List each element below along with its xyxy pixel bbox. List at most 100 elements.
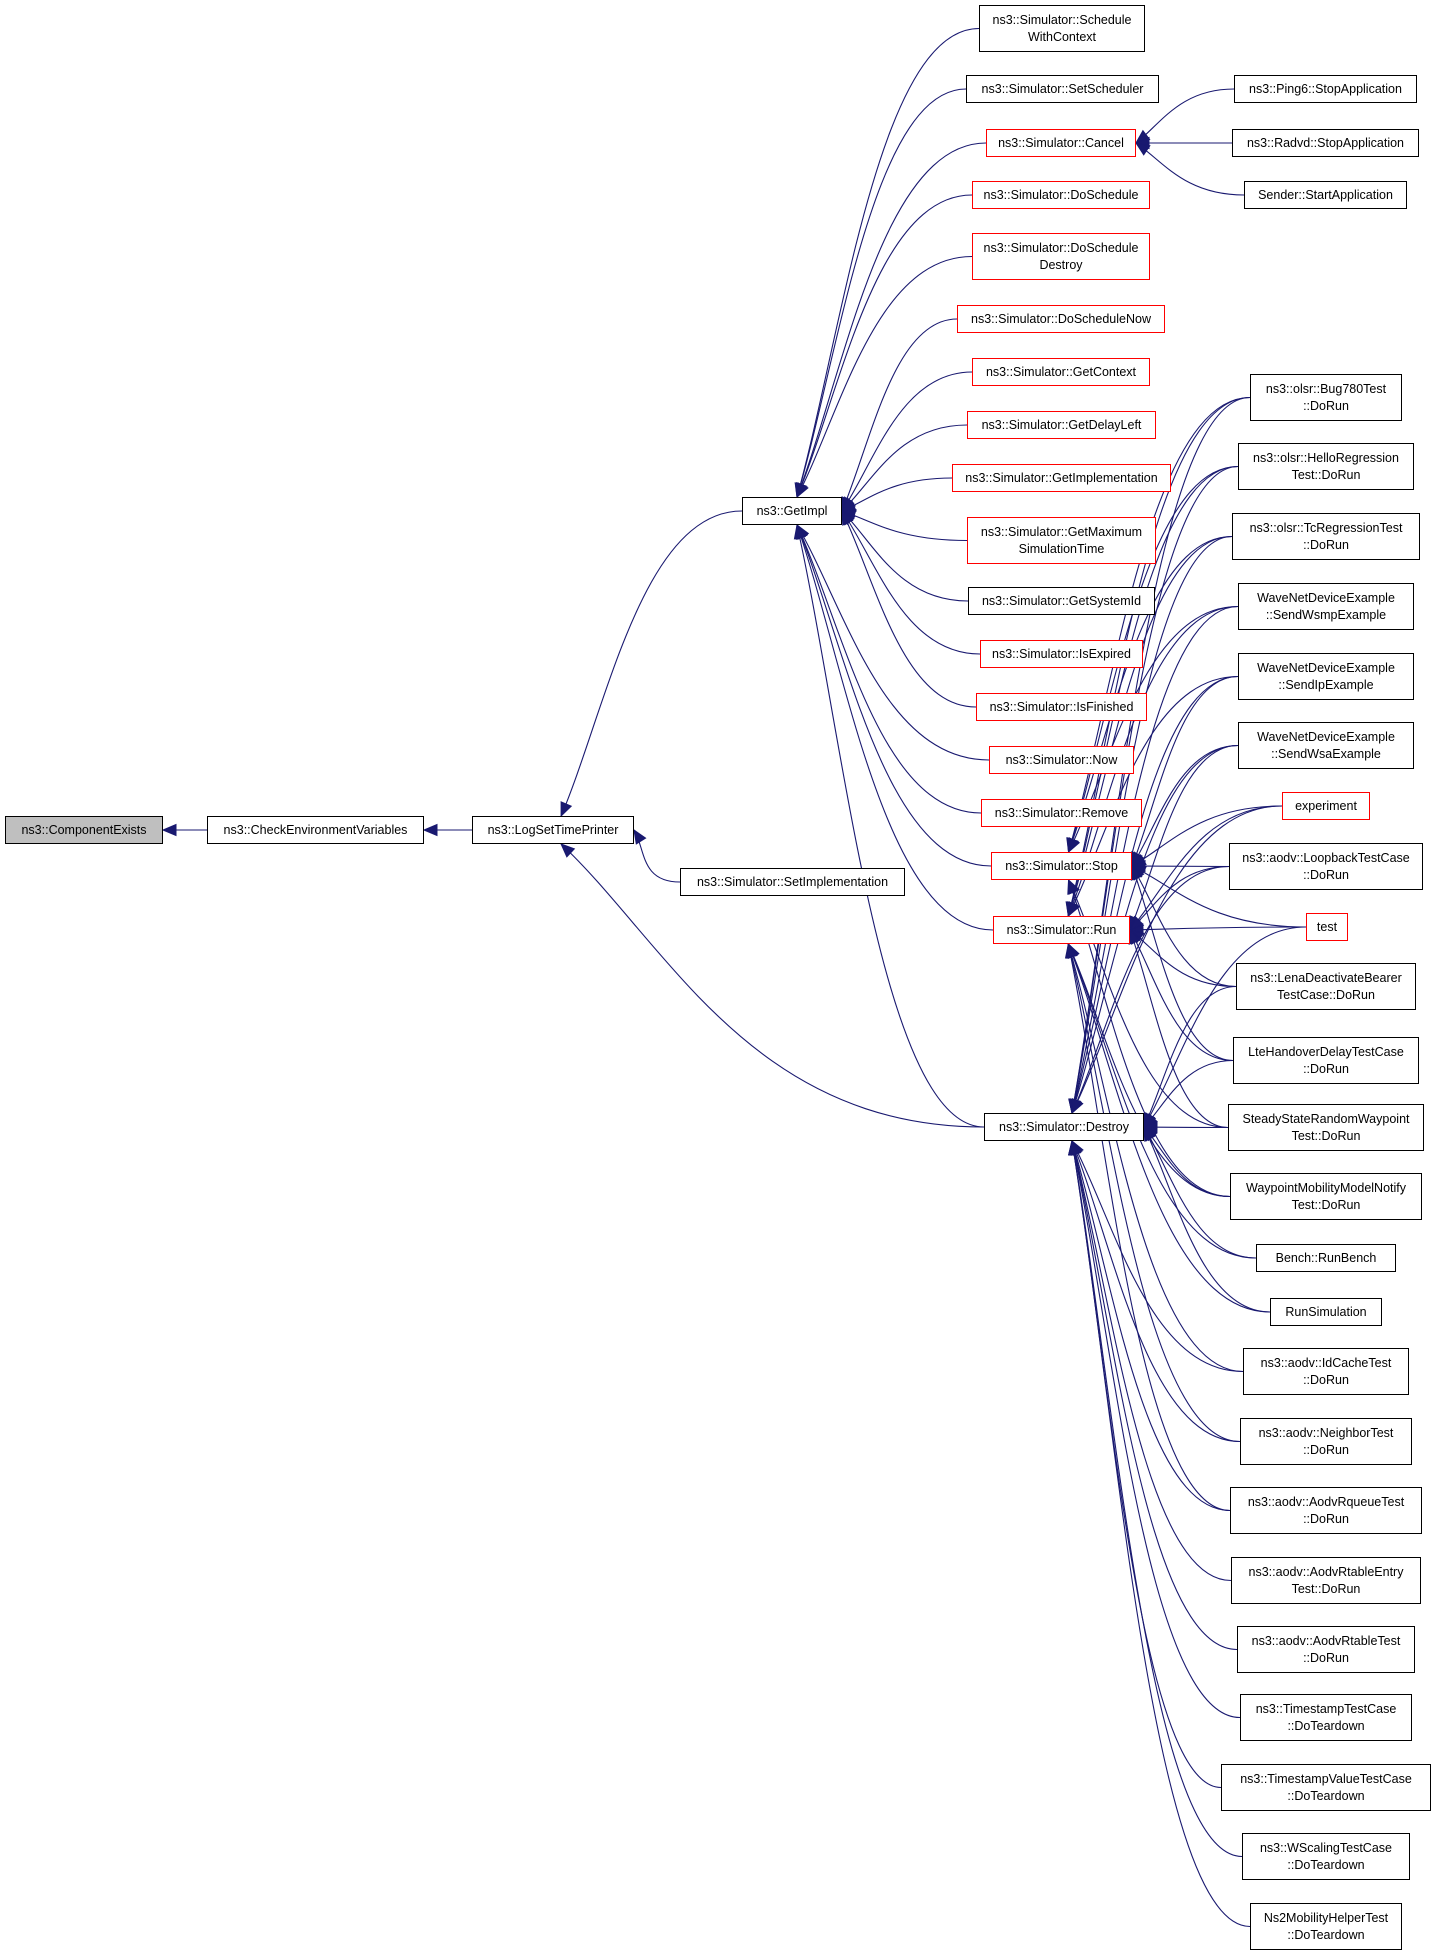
edge-sender-to-cancel <box>1135 142 1245 196</box>
node-label: ns3::Radvd::StopApplication <box>1246 135 1405 150</box>
node-test[interactable]: test <box>1306 913 1348 941</box>
node-label: TestCase::DoRun <box>1277 987 1375 1002</box>
node-get-implementation[interactable]: ns3::Simulator::GetImplementation <box>952 464 1171 492</box>
edge-arrowhead <box>633 828 647 845</box>
node-get-delay-left[interactable]: ns3::Simulator::GetDelayLeft <box>967 411 1156 439</box>
edge-lteHandover-to-run <box>1129 929 1234 1062</box>
edge-experiment-to-stop <box>1131 805 1283 867</box>
node-cancel[interactable]: ns3::Simulator::Cancel <box>986 129 1136 157</box>
edge-arrowhead <box>1067 1139 1081 1156</box>
node-ping6[interactable]: ns3::Ping6::StopApplication <box>1234 75 1417 103</box>
node-label: ns3::aodv::AodvRtableEntry <box>1248 1564 1404 1579</box>
node-neighbor[interactable]: ns3::aodv::NeighborTest::DoRun <box>1240 1418 1412 1465</box>
node-stop[interactable]: ns3::Simulator::Stop <box>991 852 1132 880</box>
node-run-sim[interactable]: RunSimulation <box>1270 1298 1382 1326</box>
node-bug780[interactable]: ns3::olsr::Bug780Test::DoRun <box>1250 374 1402 421</box>
node-label: ::DoRun <box>1303 398 1349 413</box>
node-bench[interactable]: Bench::RunBench <box>1256 1244 1396 1272</box>
edge-arrowhead <box>161 823 177 837</box>
node-is-finished[interactable]: ns3::Simulator::IsFinished <box>976 693 1147 721</box>
node-label: ::DoRun <box>1303 1061 1349 1076</box>
node-label: ns3::Simulator::GetMaximum <box>980 524 1143 539</box>
node-label: RunSimulation <box>1285 1304 1367 1319</box>
edge-runSim-to-run <box>1067 943 1271 1313</box>
node-experiment[interactable]: experiment <box>1282 792 1370 820</box>
edge-arrowhead <box>1071 1098 1084 1115</box>
node-tc-reg[interactable]: ns3::olsr::TcRegressionTest::DoRun <box>1232 513 1420 560</box>
edge-getDelayLeft-to-getImpl <box>841 424 968 512</box>
node-label: ns3::Simulator::GetImplementation <box>965 470 1158 485</box>
node-radvd[interactable]: ns3::Radvd::StopApplication <box>1232 129 1419 157</box>
edge-stop-to-getImpl <box>796 524 992 867</box>
node-label: WaypointMobilityModelNotify <box>1245 1180 1406 1195</box>
node-wave-wsmp[interactable]: WaveNetDeviceExample::SendWsmpExample <box>1238 583 1414 630</box>
edge-getSystemId-to-getImpl <box>841 510 969 602</box>
node-label: ns3::Simulator::Now <box>1005 752 1118 767</box>
node-destroy[interactable]: ns3::Simulator::Destroy <box>984 1113 1144 1141</box>
node-component-exists[interactable]: ns3::ComponentExists <box>5 816 163 844</box>
edge-arrowhead <box>1143 1125 1156 1142</box>
node-ns2-mobility[interactable]: Ns2MobilityHelperTest::DoTeardown <box>1250 1903 1402 1950</box>
node-do-sched-now[interactable]: ns3::Simulator::DoScheduleNow <box>957 305 1165 333</box>
edge-remove-to-getImpl <box>796 524 982 814</box>
node-label: ns3::aodv::AodvRqueueTest <box>1247 1494 1405 1509</box>
node-remove[interactable]: ns3::Simulator::Remove <box>981 799 1142 827</box>
node-label: ns3::Simulator::GetDelayLeft <box>981 417 1142 432</box>
edge-ns2Mobility-to-destroy <box>1071 1140 1251 1928</box>
node-label: ::DoTeardown <box>1287 1927 1365 1942</box>
node-label: ns3::Simulator::GetContext <box>985 364 1137 379</box>
node-id-cache[interactable]: ns3::aodv::IdCacheTest::DoRun <box>1243 1348 1409 1395</box>
node-label: ns3::GetImpl <box>756 503 828 518</box>
node-label: ns3::LogSetTimePrinter <box>487 822 619 837</box>
node-wave-ip[interactable]: WaveNetDeviceExample::SendIpExample <box>1238 653 1414 700</box>
node-sender[interactable]: Sender::StartApplication <box>1244 181 1407 209</box>
node-timestamp[interactable]: ns3::TimestampTestCase::DoTeardown <box>1240 1694 1412 1741</box>
node-set-impl[interactable]: ns3::Simulator::SetImplementation <box>680 868 905 896</box>
node-wave-wsa[interactable]: WaveNetDeviceExample::SendWsaExample <box>1238 722 1414 769</box>
node-wscaling[interactable]: ns3::WScalingTestCase::DoTeardown <box>1242 1833 1410 1880</box>
node-get-system-id[interactable]: ns3::Simulator::GetSystemId <box>968 587 1155 615</box>
edge-loopback-to-destroy <box>1071 865 1230 1114</box>
node-rqueue[interactable]: ns3::aodv::AodvRqueueTest::DoRun <box>1230 1487 1422 1534</box>
node-label: Test::DoRun <box>1291 1128 1361 1143</box>
node-label: ns3::Simulator::Run <box>1006 922 1117 937</box>
node-lte-handover[interactable]: LteHandoverDelayTestCase::DoRun <box>1233 1037 1419 1084</box>
node-do-sched[interactable]: ns3::Simulator::DoSchedule <box>972 181 1150 209</box>
node-rtable[interactable]: ns3::aodv::AodvRtableTest::DoRun <box>1237 1626 1415 1673</box>
node-label: test <box>1316 919 1338 934</box>
edge-setSched-to-getImpl <box>796 88 967 498</box>
edge-rqueue-to-destroy <box>1071 1140 1231 1512</box>
node-label: ::SendIpExample <box>1278 677 1374 692</box>
node-get-context[interactable]: ns3::Simulator::GetContext <box>972 358 1150 386</box>
edge-doSchedNow-to-getImpl <box>841 318 958 512</box>
node-is-expired[interactable]: ns3::Simulator::IsExpired <box>980 640 1143 668</box>
node-label: ns3::TimestampValueTestCase <box>1240 1771 1412 1786</box>
node-label: ns3::Ping6::StopApplication <box>1249 81 1402 96</box>
node-label: SimulationTime <box>1018 541 1105 556</box>
node-now[interactable]: ns3::Simulator::Now <box>989 746 1134 774</box>
node-label: ns3::Simulator::Schedule <box>992 12 1132 27</box>
node-check-env[interactable]: ns3::CheckEnvironmentVariables <box>207 816 424 844</box>
node-get-impl[interactable]: ns3::GetImpl <box>742 497 842 525</box>
node-label: ns3::aodv::LoopbackTestCase <box>1242 850 1410 865</box>
node-set-sched[interactable]: ns3::Simulator::SetScheduler <box>966 75 1159 103</box>
node-loopback[interactable]: ns3::aodv::LoopbackTestCase::DoRun <box>1229 843 1423 890</box>
node-label: ns3::Simulator::Destroy <box>999 1119 1129 1134</box>
node-timestamp-val[interactable]: ns3::TimestampValueTestCase::DoTeardown <box>1221 1764 1431 1811</box>
node-label: ::DoRun <box>1303 1442 1349 1457</box>
edge-schedWithCtx-to-getImpl <box>796 27 980 498</box>
edge-destroy-to-logSet <box>560 843 985 1128</box>
edge-getImpl-to-logSet <box>560 510 743 817</box>
node-log-set[interactable]: ns3::LogSetTimePrinter <box>472 816 634 844</box>
node-run[interactable]: ns3::Simulator::Run <box>993 916 1130 944</box>
edge-bench-to-destroy <box>1143 1126 1257 1259</box>
